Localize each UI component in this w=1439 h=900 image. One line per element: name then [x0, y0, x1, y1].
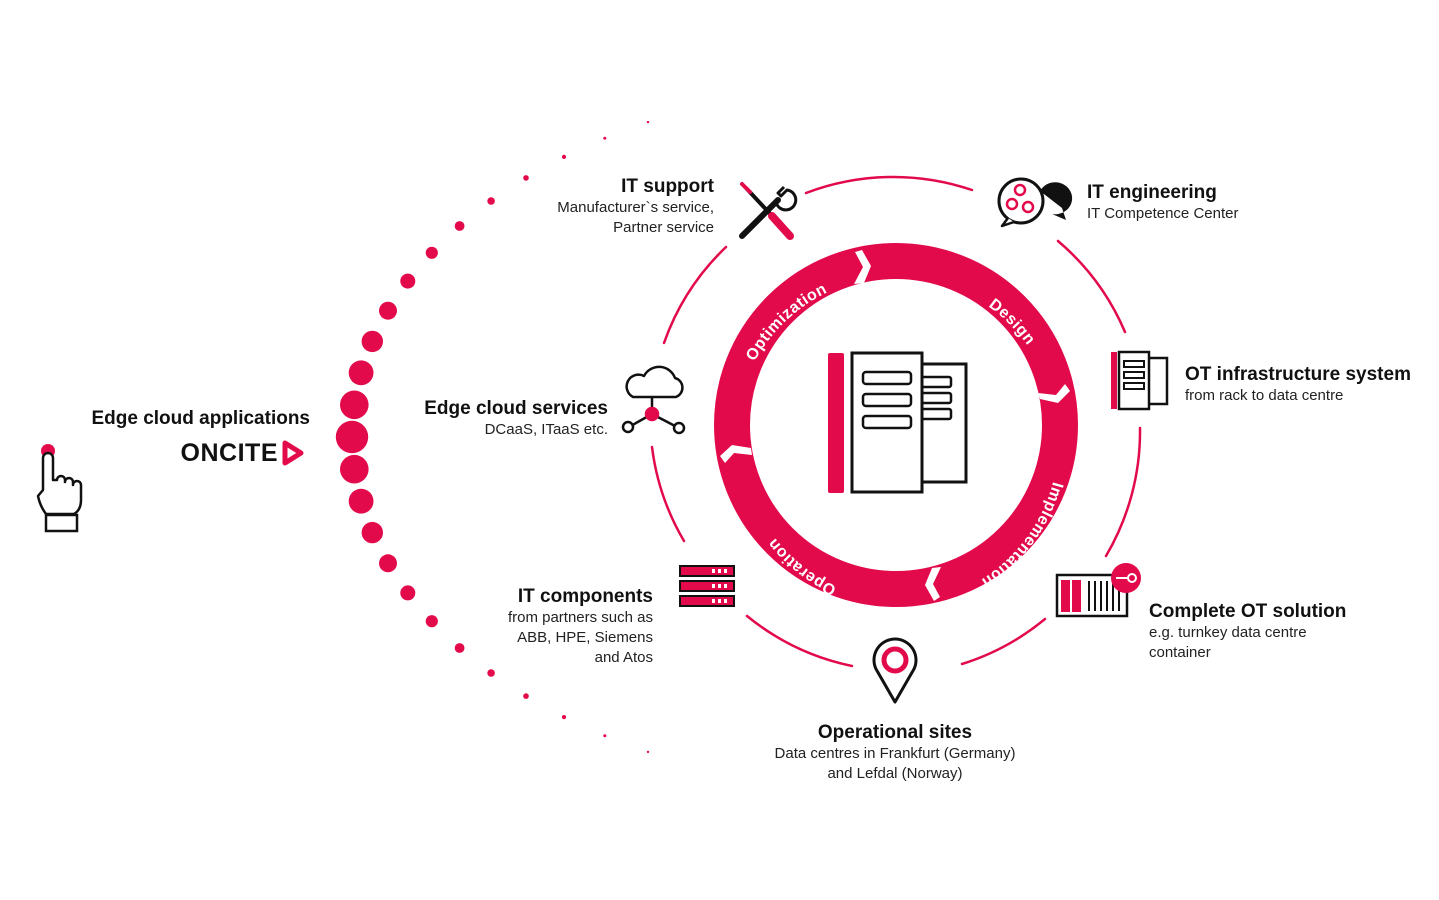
it-components-line-2: ABB, HPE, Siemens — [517, 629, 653, 646]
arc-dot — [603, 734, 607, 738]
location-pin-icon — [872, 637, 918, 704]
it-components-label: IT components from partners such as ABB,… — [450, 586, 653, 668]
complete-ot-title: Complete OT solution — [1149, 601, 1347, 622]
it-support-label: IT support Manufacturer`s service, Partn… — [500, 176, 714, 238]
arc-dot — [400, 273, 416, 289]
arc-dot — [454, 643, 465, 653]
arc-dot — [348, 488, 374, 514]
edge-cloud-applications-title: Edge cloud applications — [91, 408, 310, 429]
arc-dot — [348, 360, 374, 386]
arc-dot — [379, 554, 397, 573]
arc-dot — [425, 615, 438, 628]
it-support-line-2: Partner service — [613, 219, 714, 236]
arc-dot — [340, 454, 369, 484]
arc-dot — [400, 585, 416, 601]
ot-infrastructure-line-1: from rack to data centre — [1185, 387, 1344, 404]
it-components-line-1: from partners such as — [507, 609, 653, 626]
arc-dot — [561, 154, 567, 159]
complete-ot-line-1: e.g. turnkey data centre — [1149, 624, 1307, 641]
tools-icon — [739, 182, 798, 240]
edge-cloud-services-line-1: DCaaS, ITaaS etc. — [484, 421, 608, 438]
operational-sites-line-2: and Lefdal (Norway) — [827, 765, 963, 782]
pointing-hand-icon — [36, 444, 83, 533]
arc-dot — [487, 197, 495, 205]
arc-dot — [425, 246, 438, 259]
arc-dot — [523, 693, 529, 699]
server-stack-icon — [679, 565, 735, 607]
chat-gears-icon — [997, 177, 1073, 228]
arc-dot — [561, 715, 567, 720]
arc-dot — [335, 420, 369, 454]
it-components-title: IT components — [517, 586, 653, 607]
it-support-title: IT support — [621, 176, 714, 197]
oncite-logo: ONCITE — [150, 439, 278, 467]
outer-ring — [650, 175, 1142, 668]
cloud-network-icon — [621, 365, 686, 435]
it-support-line-1: Manufacturer`s service, — [557, 199, 714, 216]
operational-sites-title: Operational sites — [817, 722, 973, 743]
it-engineering-line-1: IT Competence Center — [1087, 205, 1239, 222]
container-key-icon — [1055, 563, 1141, 618]
ot-infrastructure-title: OT infrastructure system — [1185, 364, 1411, 385]
arc-dot — [340, 390, 369, 420]
arc-dot — [523, 175, 529, 181]
complete-ot-line-2: container — [1149, 644, 1211, 661]
it-components-line-3: and Atos — [594, 649, 653, 666]
it-engineering-label: IT engineering IT Competence Center — [1087, 182, 1307, 224]
arc-dot — [361, 330, 383, 353]
arc-dot — [646, 120, 650, 124]
arc-dot — [361, 521, 383, 544]
complete-ot-label: Complete OT solution e.g. turnkey data c… — [1149, 601, 1389, 663]
edge-cloud-applications-label: Edge cloud applications — [40, 408, 310, 430]
ot-infrastructure-label: OT infrastructure system from rack to da… — [1185, 364, 1435, 406]
arc-dot — [646, 750, 650, 754]
edge-cloud-services-label: Edge cloud services DCaaS, ITaaS etc. — [390, 398, 608, 440]
operational-sites-line-1: Data centres in Frankfurt (Germany) — [774, 745, 1016, 762]
edge-cloud-services-title: Edge cloud services — [424, 398, 608, 419]
arc-dot — [603, 136, 607, 140]
arc-dot — [454, 221, 465, 231]
operational-sites-label: Operational sites Data centres in Frankf… — [745, 722, 1045, 784]
arc-dot — [379, 301, 397, 320]
rack-cabinet-icon — [1111, 350, 1169, 411]
it-engineering-title: IT engineering — [1087, 182, 1217, 203]
oncite-play-icon — [282, 440, 304, 466]
dotted-arc — [335, 120, 650, 754]
arc-dot — [487, 669, 495, 677]
server-rack-icon — [828, 351, 968, 494]
oncite-logo-text: ONCITE — [180, 439, 278, 467]
